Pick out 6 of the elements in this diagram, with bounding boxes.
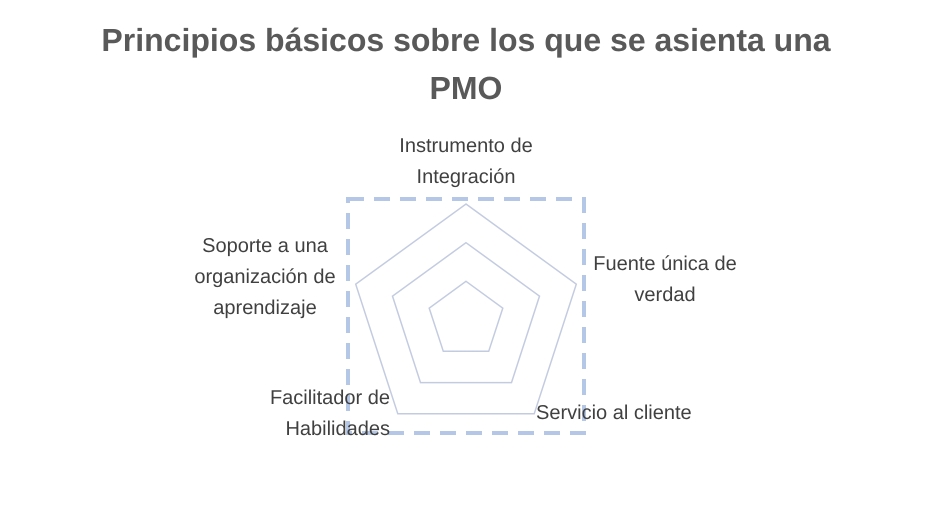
axis-label: Facilitador de Habilidades	[268, 386, 390, 442]
axis-label: Instrumento de Integración	[398, 134, 534, 190]
chart-title: Principios básicos sobre los que se asienta una PMO	[100, 21, 832, 108]
axis-label: Soporte a una organización de aprendizaje	[193, 234, 337, 321]
axis-label: Servicio al cliente	[536, 401, 693, 426]
axis-label: Fuente única de verdad	[592, 252, 738, 308]
